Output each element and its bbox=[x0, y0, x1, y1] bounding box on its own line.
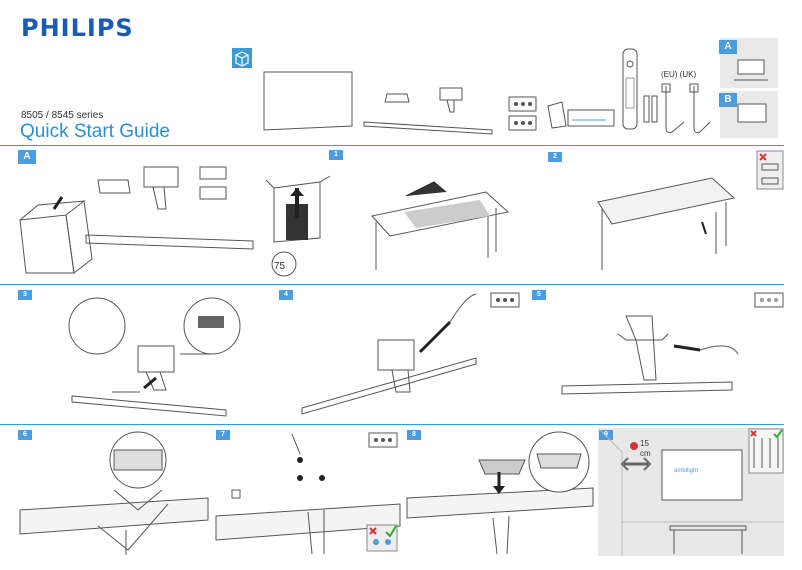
step-7-screws-illustration bbox=[215, 433, 401, 555]
stand-parts-illustration bbox=[363, 87, 493, 135]
step-1-table-illustration bbox=[371, 181, 510, 270]
step-5-screws-icon bbox=[754, 292, 784, 308]
distance-unit: cm bbox=[640, 449, 651, 458]
step-9-placement-check-icon bbox=[748, 428, 784, 474]
option-a-label: A bbox=[719, 40, 737, 54]
step-2-tv-facedown-illustration bbox=[597, 177, 736, 270]
step-8-attach-stand-illustration bbox=[406, 431, 594, 555]
step-2-badge: 2 bbox=[548, 152, 562, 162]
step-7-badge: 7 bbox=[216, 430, 230, 440]
step-4-screwdriver-illustration bbox=[301, 293, 477, 415]
divider-top bbox=[0, 145, 784, 146]
series-label: 8505 / 8545 series bbox=[21, 110, 104, 121]
step-1-badge: 1 bbox=[329, 150, 343, 160]
distance-value: 15 bbox=[640, 439, 649, 448]
step-5-tighten-illustration bbox=[561, 315, 739, 395]
option-b-label: B bbox=[719, 93, 737, 107]
ambilight-logo: ambilight bbox=[674, 468, 699, 474]
divider-bottom bbox=[0, 424, 784, 425]
tv-screen-illustration bbox=[263, 71, 353, 131]
step-7-check-icon bbox=[366, 524, 398, 552]
step-3-stand-assembly-illustration bbox=[68, 297, 241, 417]
step-9-room-illustration bbox=[599, 429, 784, 556]
power-cords-illustration bbox=[661, 83, 711, 133]
step-3-badge: 3 bbox=[18, 290, 32, 300]
philips-logo: PHILIPS bbox=[21, 14, 134, 42]
unboxing-illustration bbox=[19, 166, 254, 274]
tv-wall-mount-icon bbox=[737, 103, 767, 123]
no-surface-warning-icon bbox=[756, 150, 784, 190]
step-4-screws-icon bbox=[490, 292, 520, 308]
step-4-badge: 4 bbox=[279, 290, 293, 300]
screws-illustration bbox=[508, 96, 537, 131]
divider-middle bbox=[0, 284, 784, 285]
svg-text:75: 75 bbox=[274, 261, 286, 272]
page-title: Quick Start Guide bbox=[20, 121, 170, 142]
box-contents-icon bbox=[232, 48, 252, 68]
step-7-screws-icon bbox=[368, 432, 398, 448]
step-9-badge: 9 bbox=[599, 430, 613, 440]
power-cord-labels: (EU) (UK) bbox=[661, 70, 697, 79]
step-1-box-lift-illustration: 75 bbox=[265, 175, 331, 277]
batteries-illustration bbox=[643, 95, 658, 123]
step-8-badge: 8 bbox=[407, 430, 421, 440]
section-a-badge: A bbox=[18, 150, 36, 164]
step-6-mount-stand-illustration bbox=[19, 431, 209, 555]
documents-illustration bbox=[547, 101, 615, 129]
step-6-badge: 6 bbox=[18, 430, 32, 440]
step-5-badge: 5 bbox=[532, 290, 546, 300]
tv-on-stand-icon bbox=[734, 59, 768, 81]
remote-control-illustration bbox=[622, 48, 638, 130]
